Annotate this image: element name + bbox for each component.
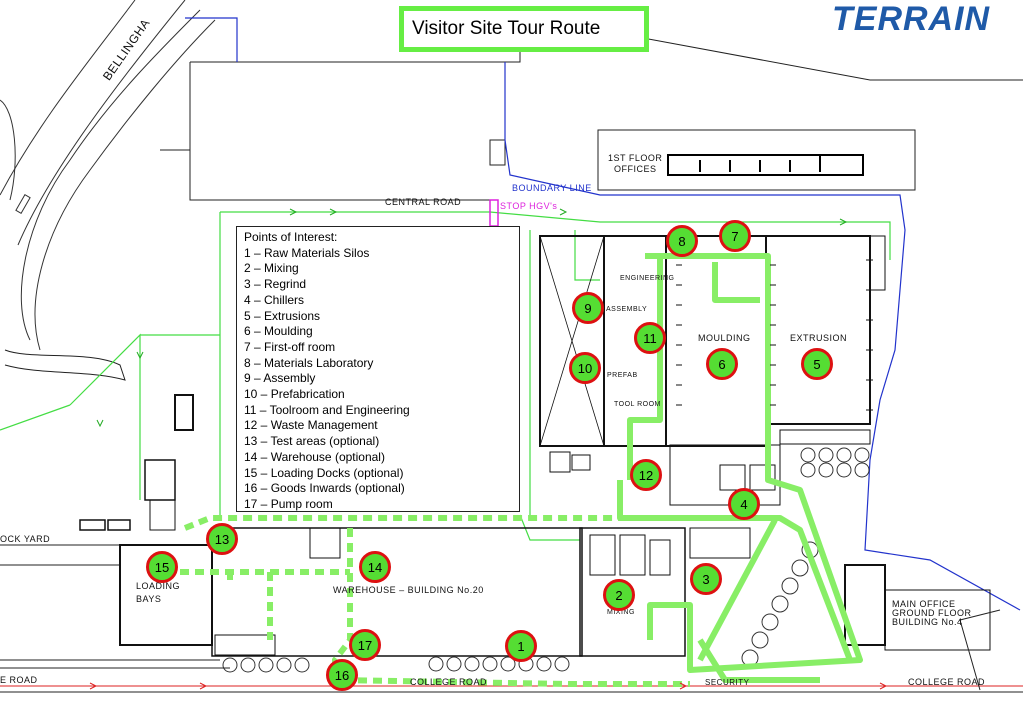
- poi-marker-4[interactable]: 4: [728, 488, 760, 520]
- label-stop-hgv: STOP HGV's: [500, 201, 558, 211]
- legend-item: 5 – Extrusions: [244, 308, 321, 323]
- legend-item: 3 – Regrind: [244, 277, 307, 292]
- footpaths: [0, 211, 891, 541]
- poi-marker-7[interactable]: 7: [719, 220, 751, 252]
- label-mixing: MIXING: [607, 609, 635, 616]
- legend-item: 11 – Toolroom and Engineering: [244, 402, 410, 417]
- legend-item: 15 – Loading Docks (optional): [244, 465, 404, 480]
- legend-item: 1 – Raw Materials Silos: [244, 245, 370, 260]
- map-title: Visitor Site Tour Route: [399, 6, 649, 52]
- legend-item: 8 – Materials Laboratory: [244, 355, 374, 370]
- road-arrows: [96, 208, 848, 428]
- label-moulding: MOULDING: [698, 333, 751, 343]
- label-loading-1: LOADING: [136, 581, 181, 591]
- poi-marker-5[interactable]: 5: [801, 348, 833, 380]
- legend-item: 13 – Test areas (optional): [244, 434, 380, 449]
- label-college-road-mid: COLLEGE ROAD: [410, 677, 488, 687]
- legend-heading: Points of Interest:: [244, 230, 338, 244]
- label-extrusion: EXTRUSION: [790, 333, 848, 343]
- legend-item: 14 – Warehouse (optional): [244, 449, 385, 464]
- poi-marker-3[interactable]: 3: [690, 563, 722, 595]
- poi-marker-9[interactable]: 9: [572, 292, 604, 324]
- poi-marker-8[interactable]: 8: [666, 225, 698, 257]
- tour-route-dashed: [180, 515, 690, 687]
- poi-marker-13[interactable]: 13: [206, 523, 238, 555]
- boundary-line: [185, 17, 1021, 611]
- label-first-floor-1: 1ST FLOOR: [608, 153, 663, 163]
- bellingham-road: [0, 0, 216, 351]
- first-floor-offices: [597, 129, 916, 191]
- label-tool-room: TOOL ROOM: [614, 401, 661, 408]
- label-main-office-3: BUILDING No.4: [892, 617, 963, 627]
- poi-marker-6[interactable]: 6: [706, 348, 738, 380]
- label-engineering: ENGINEERING: [620, 275, 675, 282]
- label-college-road-left: E ROAD: [0, 675, 38, 685]
- label-central-road: CENTRAL ROAD: [385, 197, 462, 207]
- poi-marker-10[interactable]: 10: [569, 352, 601, 384]
- poi-marker-15[interactable]: 15: [146, 551, 178, 583]
- poi-marker-14[interactable]: 14: [359, 551, 391, 583]
- college-road-arrows: [89, 682, 888, 690]
- legend-item: 2 – Mixing: [244, 261, 299, 276]
- lower-buildings: [79, 394, 991, 657]
- moulding-markers: [676, 259, 873, 411]
- label-security: SECURITY: [705, 678, 750, 687]
- label-college-road-right: COLLEGE ROAD: [908, 677, 986, 687]
- legend-item: 17 – Pump room: [244, 496, 333, 511]
- label-boundary-line: BOUNDARY LINE: [512, 183, 592, 193]
- label-assembly: ASSEMBLY: [606, 306, 648, 313]
- poi-marker-16[interactable]: 16: [326, 659, 358, 691]
- label-main-office-1: MAIN OFFICE: [892, 599, 956, 609]
- legend-item: 10 – Prefabrication: [244, 387, 345, 402]
- legend-item: 6 – Moulding: [244, 324, 313, 339]
- points-of-interest-legend: Points of Interest: 1 – Raw Materials Si…: [236, 226, 520, 512]
- map-title-text: Visitor Site Tour Route: [412, 18, 601, 39]
- label-warehouse: WAREHOUSE – BUILDING No.20: [333, 585, 484, 595]
- poi-marker-1[interactable]: 1: [505, 630, 537, 662]
- poi-marker-2[interactable]: 2: [603, 579, 635, 611]
- poi-marker-12[interactable]: 12: [630, 459, 662, 491]
- label-stock-yard: OCK YARD: [0, 534, 51, 544]
- legend-item: 9 – Assembly: [244, 371, 316, 386]
- label-main-office-2: GROUND FLOOR: [892, 608, 972, 618]
- legend-item: 4 – Chillers: [244, 292, 305, 307]
- poi-marker-17[interactable]: 17: [349, 629, 381, 661]
- legend-item: 16 – Goods Inwards (optional): [244, 481, 405, 496]
- poi-marker-11[interactable]: 11: [634, 322, 666, 354]
- label-prefab: PREFAB: [607, 372, 638, 379]
- label-loading-2: BAYS: [136, 594, 162, 604]
- legend-item: 12 – Waste Management: [244, 418, 378, 433]
- label-first-floor-2: OFFICES: [614, 164, 657, 174]
- terrain-logo: TERRAIN: [832, 0, 991, 38]
- legend-item: 7 – First-off room: [244, 339, 336, 354]
